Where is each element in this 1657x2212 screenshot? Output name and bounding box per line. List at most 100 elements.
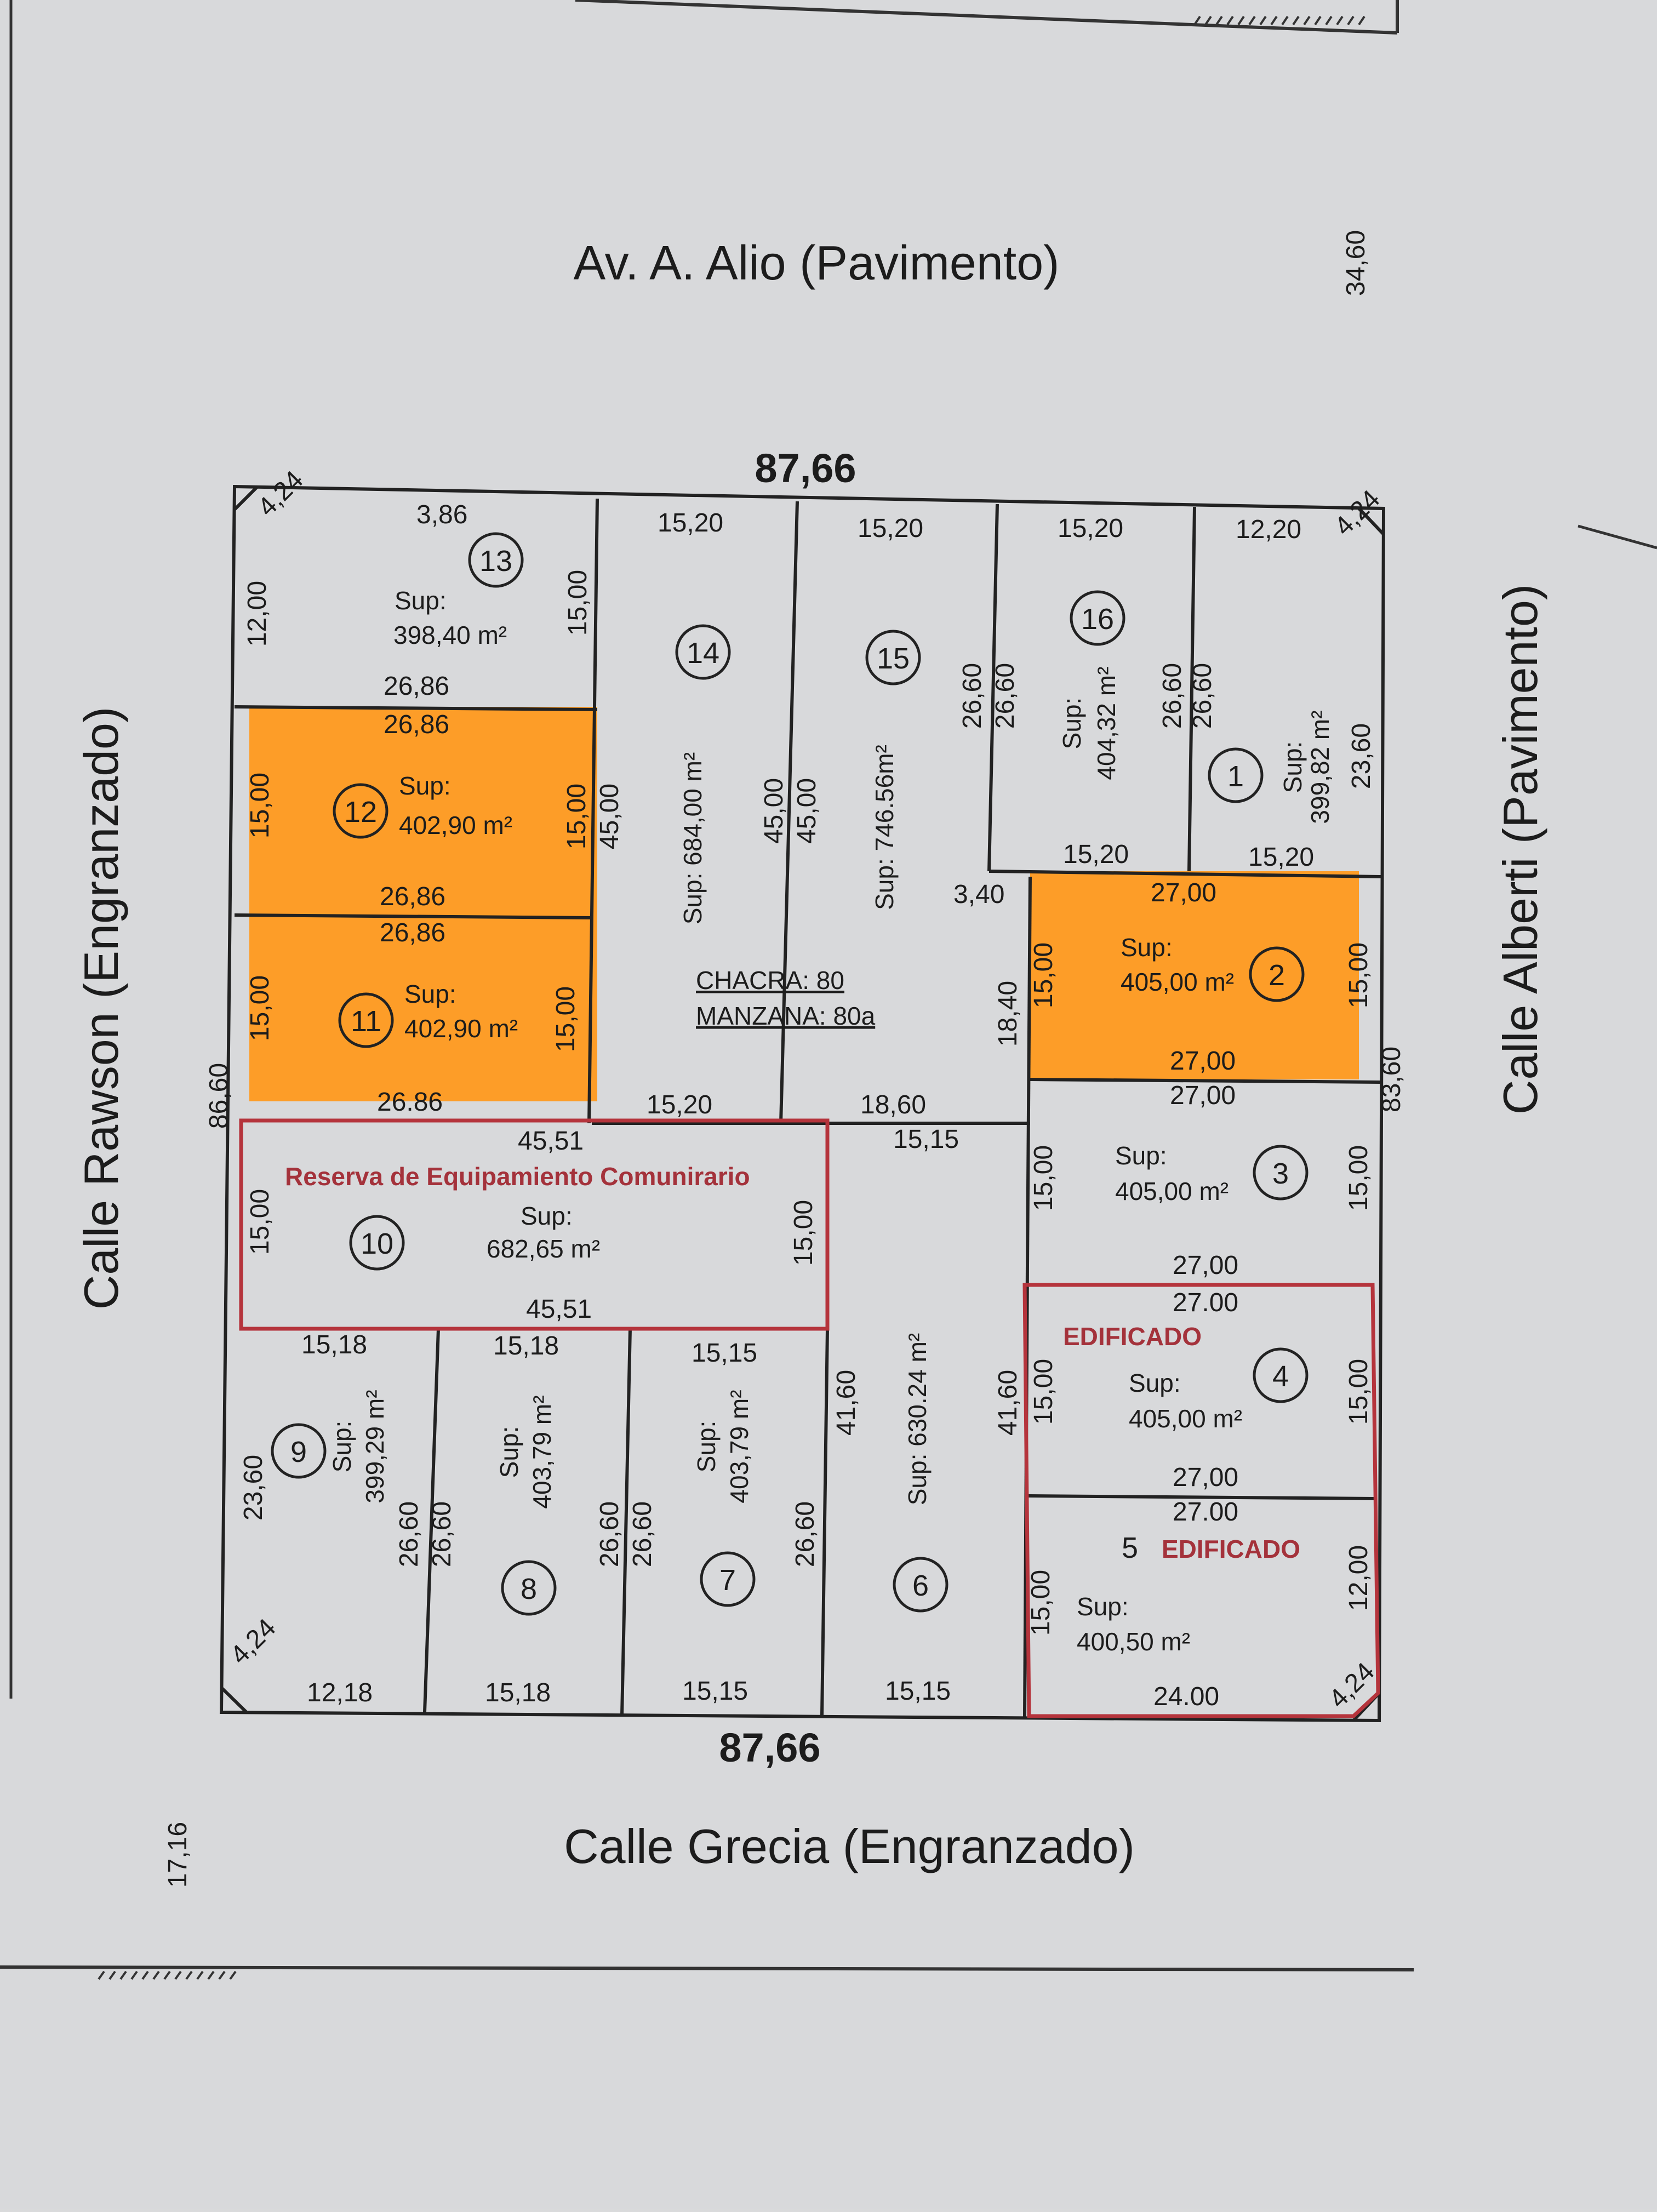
lot-4-area: 405,00 m² [1129, 1404, 1242, 1433]
lot-7-sup: Sup: [692, 1421, 721, 1473]
dim-bottom: 87,66 [719, 1725, 820, 1770]
lot-5-sup: Sup: [1077, 1592, 1129, 1621]
dims-horizontal: 3,86 15,20 15,20 15,20 12,20 26,86 26,86… [301, 500, 1314, 1711]
dim-label: 15,00 [563, 570, 592, 636]
dim-label: 15,20 [647, 1090, 712, 1119]
dim-label: 26.86 [377, 1088, 443, 1117]
lot-10-area: 682,65 m² [487, 1234, 600, 1263]
street-east: Calle Alberti (Pavimento) [1493, 584, 1547, 1114]
dim-label: 27,00 [1173, 1251, 1238, 1280]
dim-label: 27,00 [1173, 1463, 1238, 1492]
red-outlines [239, 1118, 1380, 1718]
chacra-label: CHACRA: 80 [696, 966, 844, 994]
dim-label: 15,00 [1026, 1570, 1055, 1636]
edificado-outline [1022, 1283, 1380, 1718]
dim-right: 83,60 [1377, 1047, 1406, 1112]
street-south: Calle Grecia (Engranzado) [564, 1819, 1135, 1873]
lot-12-area: 402,90 m² [399, 811, 512, 839]
lot-8-area: 403,79 m² [528, 1395, 556, 1508]
dim-label: 26,60 [628, 1501, 657, 1567]
lot-11-sup: Sup: [404, 980, 456, 1008]
lot-numbers: 13 14 15 16 1 12 11 2 3 4 5 10 9 8 7 6 [290, 545, 1289, 1605]
dim-label: 45,00 [759, 778, 788, 844]
lot-3-area: 405,00 m² [1115, 1177, 1229, 1205]
dim-label: 26,60 [427, 1501, 456, 1567]
dim-label: 15,15 [893, 1125, 959, 1154]
area-labels: Sup: 398,40 m² Sup: 402,90 m² Sup: 402,9… [285, 586, 1300, 1656]
street-west: Calle Rawson (Engranzado) [74, 707, 128, 1310]
lot-7-area: 403,79 m² [725, 1390, 753, 1503]
dim-label: 15,00 [1344, 1359, 1373, 1425]
sheet-border-bottom [0, 1965, 1414, 1971]
lot-12-sup: Sup: [399, 771, 451, 800]
dim-label: 23,60 [239, 1455, 268, 1521]
dim-label: 15,00 [1344, 1145, 1373, 1211]
lot-circles [271, 532, 1309, 1616]
street-north: Av. A. Alio (Pavimento) [574, 236, 1060, 290]
dim-label: 27,00 [1170, 1047, 1236, 1076]
lot-4-number: 4 [1272, 1360, 1289, 1393]
lot-6-number: 6 [912, 1569, 929, 1602]
dim-label: 18,60 [860, 1090, 926, 1119]
lot-4-status: EDIFICADO [1063, 1322, 1202, 1351]
lot-9-area: 399,29 m² [361, 1390, 389, 1503]
dim-label: 15,00 [245, 975, 275, 1041]
dim-label: 15,00 [245, 1189, 275, 1255]
dim-label: 12,00 [1344, 1545, 1373, 1611]
dim-label: 3,86 [416, 500, 467, 529]
dim-label: 24.00 [1153, 1682, 1219, 1711]
dim-top: 87,66 [755, 445, 856, 491]
dim-corner-ne: 34,60 [1341, 230, 1370, 296]
dim-label: 18,40 [993, 981, 1022, 1047]
lot-1-number: 1 [1227, 760, 1244, 793]
dim-label: 15,20 [1248, 843, 1314, 872]
dim-label: 15,18 [301, 1330, 367, 1359]
dims-vertical: 4,24 12,00 15,00 15,00 15,00 45,00 15,00… [225, 465, 1386, 1714]
dim-label: 26,60 [395, 1501, 424, 1567]
sheet-border-top [575, 0, 1398, 35]
dim-label: 15,00 [245, 773, 275, 838]
dim-left: 86,60 [204, 1063, 233, 1129]
dim-label: 26,86 [384, 710, 449, 739]
lot-3-number: 3 [1272, 1157, 1289, 1190]
lot-3-sup: Sup: [1115, 1141, 1167, 1170]
dim-label: 27.00 [1173, 1288, 1238, 1317]
lot-16-area: 404,32 m² [1092, 666, 1121, 780]
reserve-outline [239, 1118, 830, 1331]
dim-label: 15,20 [1063, 840, 1129, 869]
highlight-lots-11-12 [249, 707, 597, 1101]
border-hatch [98, 15, 1365, 1980]
lot-5-area: 400,50 m² [1077, 1627, 1190, 1656]
lot-8-number: 8 [521, 1573, 537, 1605]
lot-8-sup: Sup: [495, 1426, 523, 1478]
lot-16-sup: Sup: [1058, 698, 1086, 750]
lot-11-number: 11 [351, 1005, 381, 1038]
lot-2-area: 405,00 m² [1121, 968, 1234, 996]
dim-label: 15,18 [485, 1678, 551, 1707]
dim-label: 26,86 [380, 882, 445, 911]
dim-label: 45,51 [518, 1127, 584, 1156]
lot-1-area: 399,82 m² [1306, 710, 1334, 824]
lot-13-number: 13 [479, 545, 512, 578]
dim-label: 15,00 [1029, 1145, 1058, 1211]
dim-label: 26,60 [595, 1501, 624, 1567]
dim-label: 15,15 [682, 1677, 748, 1706]
dim-label: 15,00 [1029, 1359, 1058, 1425]
lot-7-number: 7 [719, 1564, 736, 1597]
lot-9-sup: Sup: [328, 1421, 356, 1473]
area-labels-vertical: Sup: 684,00 m² Sup: 746.56m² Sup: 404,32… [328, 666, 1334, 1508]
dim-label: 27.00 [1173, 1497, 1238, 1527]
lot-14-area: Sup: 684,00 m² [678, 752, 707, 925]
lot-6-area: Sup: 630.24 m² [903, 1333, 932, 1506]
dim-label: 15,00 [1344, 942, 1373, 1008]
lot-13-sup: Sup: [395, 586, 447, 615]
dim-label: 15,20 [1058, 514, 1123, 543]
manzana-label: MANZANA: 80a [696, 1002, 876, 1030]
dim-label: 26,86 [384, 672, 449, 701]
dim-label: 26,86 [380, 918, 445, 947]
dim-label: 12,20 [1236, 515, 1301, 544]
dim-label: 15,00 [789, 1200, 818, 1266]
